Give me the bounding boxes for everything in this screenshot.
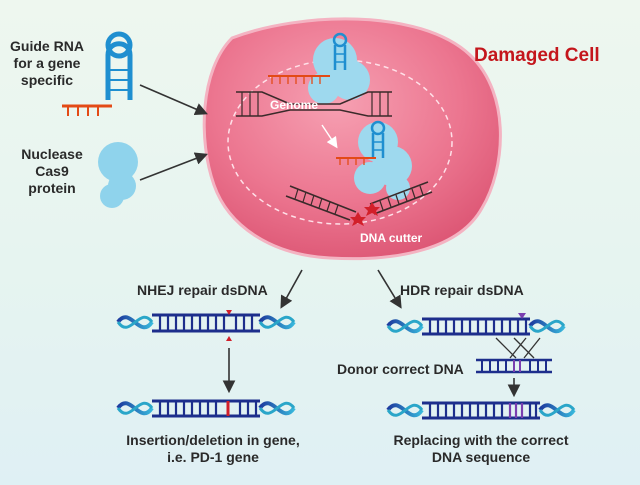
cell-body — [202, 17, 502, 261]
cut-star-icon — [350, 202, 380, 226]
donor-dna — [476, 358, 552, 374]
guide-rna-label: Guide RNA for a gene specific — [10, 38, 84, 88]
cut-dna-strand-right — [369, 181, 433, 215]
dna-helix-icon — [386, 401, 576, 420]
cas9-protein-icon — [98, 142, 138, 208]
arrow-icon — [321, 124, 338, 149]
arrow-icon — [280, 269, 303, 309]
dna-helix-icon — [116, 399, 296, 418]
dna-helix-icon — [116, 310, 296, 341]
nhej-result-label: Insertion/deletion in gene, i.e. PD-1 ge… — [126, 432, 300, 465]
page-title: Damaged Cell — [474, 45, 600, 66]
arrow-icon — [139, 84, 208, 116]
donor-dna-label: Donor correct DNA — [337, 361, 464, 377]
arrow-icon — [377, 269, 402, 309]
guide-rna-hairpin-icon — [332, 32, 348, 70]
genome-label: Genome — [270, 98, 319, 112]
guide-rna-hairpin-icon — [62, 31, 133, 116]
hdr-result-label: Replacing with the correct DNA sequence — [393, 432, 569, 465]
dna-cutter-label: DNA cutter — [360, 231, 423, 245]
nuclease-label: Nuclease Cas9 protein — [21, 146, 83, 196]
arrow-icon — [139, 152, 208, 181]
cut-dna-strand-left — [285, 185, 357, 221]
dna-helix-icon — [386, 313, 566, 336]
hdr-heading: HDR repair dsDNA — [400, 282, 524, 298]
nhej-heading: NHEJ repair dsDNA — [137, 282, 268, 298]
guide-rna-hairpin-icon — [370, 120, 386, 158]
